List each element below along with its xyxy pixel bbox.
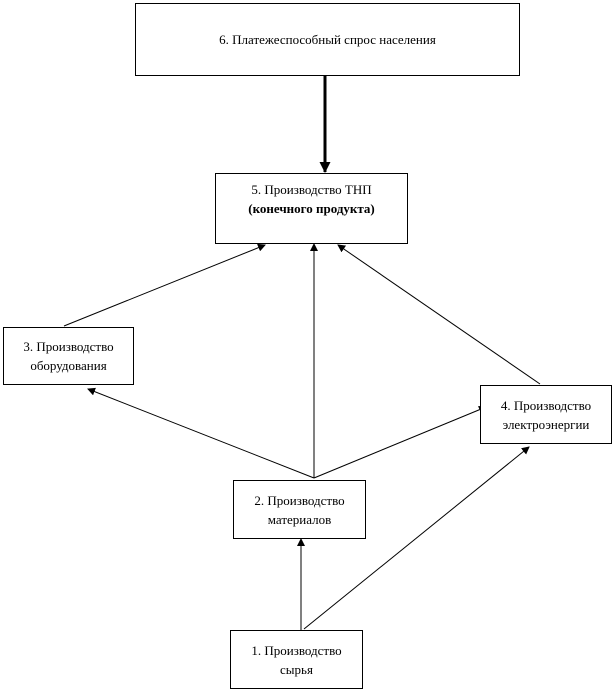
arrow-4-to-5 [337,244,541,385]
node-6-effective-demand: 6. Платежеспособный спрос населения [135,3,520,76]
node-2-materials: 2. Производство материалов [233,480,366,539]
arrow-2-to-3 [87,387,315,479]
node-2-sublabel: материалов [267,511,332,527]
node-4-label: 4. Производство [500,397,592,413]
node-5-consumer-goods: 5. Производство ТНП (конечного продукта) [215,173,408,244]
node-1-raw-materials: 1. Производство сырья [230,630,363,689]
node-1-sublabel: сырья [280,661,313,677]
node-5-sublabel: (конечного продукта) [248,201,375,216]
arrow-2-to-4 [313,405,487,479]
node-3-label: 3. Производство [23,339,114,354]
node-5-label: 5. Производство ТНП [251,182,372,197]
node-2-label: 2. Производство [254,492,345,508]
node-3-sublabel: оборудования [30,358,107,373]
node-1-label: 1. Производство [251,642,342,658]
node-4-electricity: 4. Производство электроэнергии [480,385,612,444]
node-6-label: 6. Платежеспособный спрос населения [219,32,436,47]
node-4-sublabel: электроэнергии [502,416,590,432]
node-3-equipment: 3. Производство оборудования [3,327,134,385]
arrow-1-to-4 [303,446,530,630]
arrow-3-to-5 [63,243,266,327]
